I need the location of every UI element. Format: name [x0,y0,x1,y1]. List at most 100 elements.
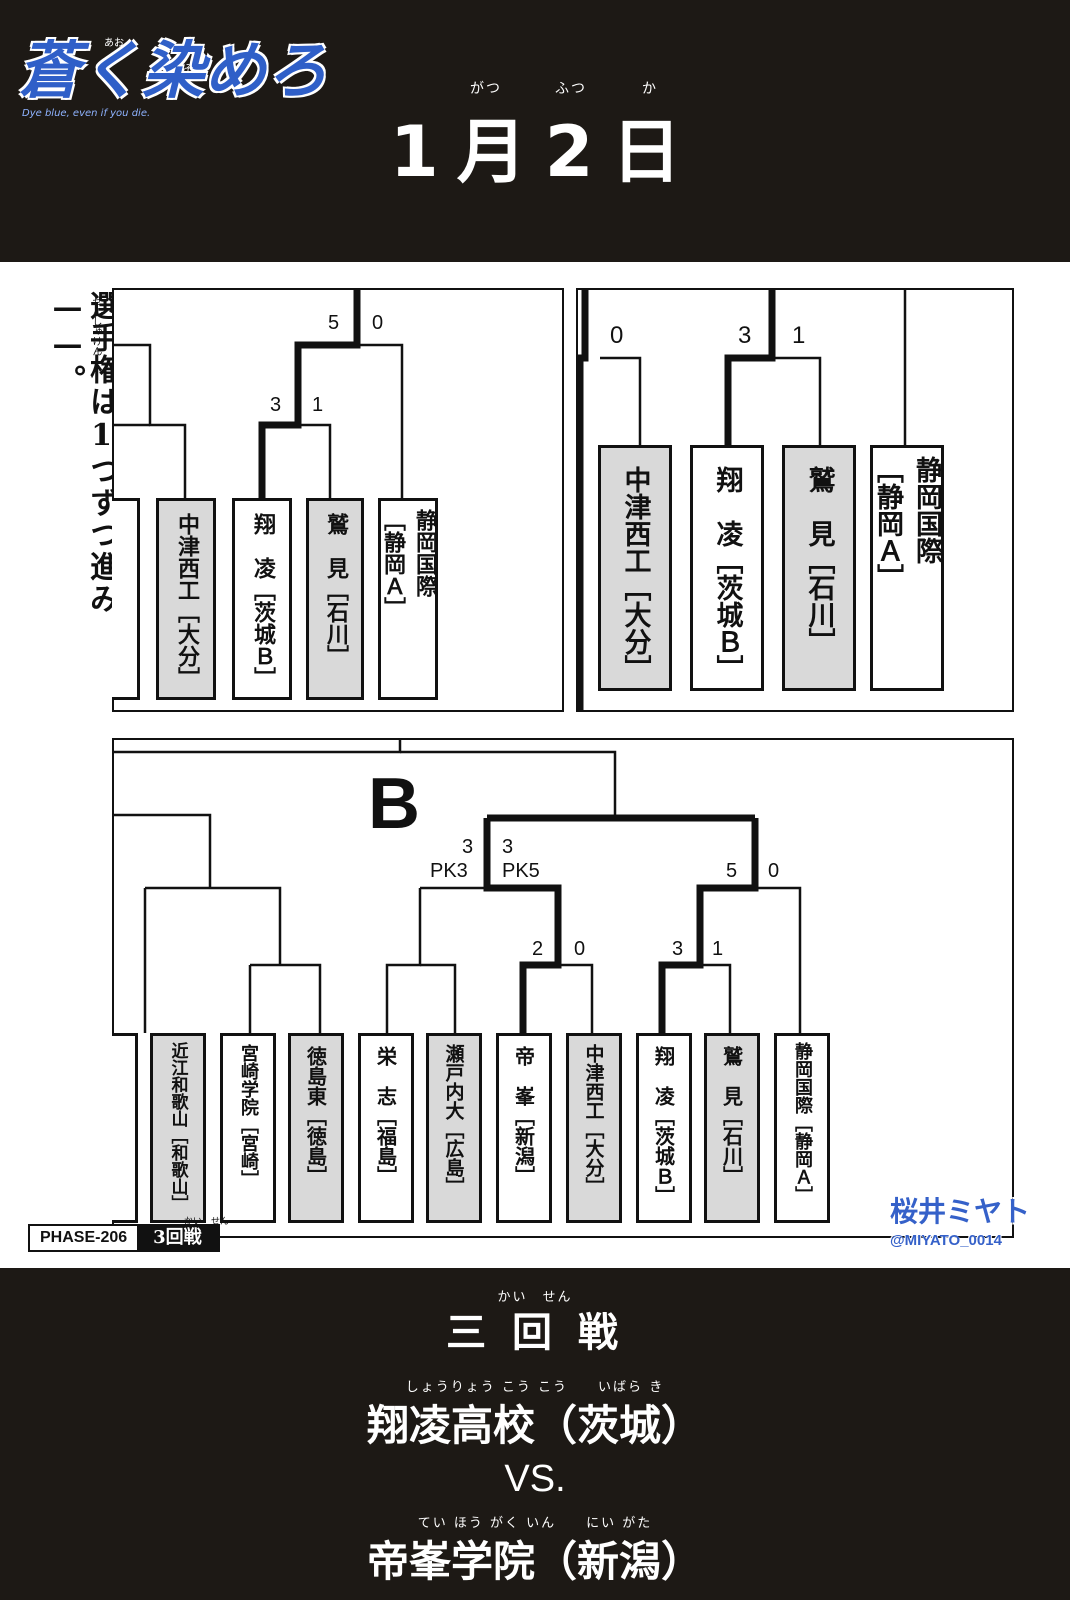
team-pref: ［大分］ [582,1120,605,1196]
team-pref: ［茨城Ｂ］ [250,579,275,689]
bracket-b-label: B [368,764,420,844]
score-top-right-a: 5 [726,860,738,882]
team-name: 中津西工 [619,466,651,574]
team-pref: ［石川］ [323,579,348,667]
score-semi-right-pk: PK5 [502,860,540,882]
match-vs: VS. [504,1458,566,1500]
team-name: 中津西工 [174,513,199,601]
left-card-1: 中津西工［大分］ [156,498,216,700]
phase-title-ruby: かい せん [184,1217,230,1227]
team-pref: ［宮崎］ [238,1116,259,1188]
round-title: 三 回 戦 [446,1310,624,1356]
right-card-2: 翔 凌［茨城Ｂ］ [690,445,764,691]
left-card-4: 静岡国際 ［静岡Ａ］ [378,498,438,700]
team-name: 翔 凌 [711,466,743,547]
right-card-4: 静岡国際 ［静岡Ａ］ [870,445,944,691]
team-pref: ［大分］ [619,574,651,682]
date-ruby-2: ふつ [555,81,587,97]
team-pref: ［茨城Ｂ］ [711,547,743,682]
score-left-a: 5 [328,312,340,334]
author-handle: @MIYATO_0014 [890,1232,1002,1249]
team-name: 鷲 見 [719,1046,744,1106]
b-card-6: 帝 峯［新潟］ [496,1033,552,1223]
author-credit: 桜井ミヤト @MIYATO_0014 [890,1190,1060,1249]
team-name: 栄 志 [373,1046,398,1106]
b-card-2: 宮崎学院［宮崎］ [220,1033,276,1223]
score-top-right-b: 0 [768,860,780,882]
team-name: 静岡国際 [412,509,437,597]
logo-ruby-1: あお [104,38,124,49]
team-name: 徳島東 [303,1046,328,1106]
score-left-d: 1 [312,394,324,416]
score-mid2-a: 3 [672,938,684,960]
b-card-5: 瀬戸内大［広島］ [426,1033,482,1223]
team1-ruby: しょうりょう こう こう いばら き [405,1380,665,1395]
score-right-a: 0 [610,322,624,349]
team-pref: ［茨城Ｂ］ [651,1106,676,1206]
date-title: 1月2日 [390,111,700,193]
team-name: 翔 凌 [651,1046,676,1106]
team-pref: ［石川］ [719,1106,744,1186]
series-logo: 蒼く染めろ あお そ Dye blue, even if you die. [14,12,328,132]
team-name: 瀬戸内大 [442,1044,465,1120]
score-right-b: 3 [738,322,752,349]
score-right-c: 1 [792,322,806,349]
b-card-4: 栄 志［福島］ [358,1033,414,1223]
logo-subtitle: Dye blue, even if you die. [22,108,151,119]
score-semi-left: 3 [462,836,474,858]
left-card-2: 翔 凌［茨城Ｂ］ [232,498,292,700]
team-pref: ［徳島］ [303,1106,328,1186]
team-name: 静岡国際 [911,456,942,564]
score-left-b: 0 [372,312,384,334]
score-mid2-b: 1 [712,938,724,960]
logo-ruby-2: そ [184,64,194,75]
score-left-c: 3 [270,394,282,416]
team-name: 鷲 見 [803,466,835,547]
right-card-3: 鷲 見［石川］ [782,445,856,691]
team-pref: ［静岡Ａ］ [792,1114,813,1204]
header-band [0,0,1070,262]
b-card-10: 静岡国際［静岡Ａ］ [774,1033,830,1223]
team-name: 宮崎学院 [238,1044,259,1116]
footer-band [0,1268,1070,1600]
b-card-1: 近江和歌山［和歌山］ [150,1033,206,1223]
score-semi-left-pk: PK3 [430,860,468,882]
date-ruby-3: か [642,81,658,97]
phase-title: 3回戦 [139,1224,220,1252]
team-pref: ［大分］ [174,601,199,689]
team2-ruby: てい ほう がく いん にい がた [417,1516,653,1531]
author-name: 桜井ミヤト [890,1195,1031,1228]
phase-tag: PHASE-206 3回戦 [28,1224,220,1252]
logo-text: 蒼く染めろ [18,34,329,107]
left-partial-card [112,498,140,700]
team-name: 静岡国際 [792,1042,813,1114]
team-pref: ［静岡Ａ］ [380,509,405,619]
b-card-9: 鷲 見［石川］ [704,1033,760,1223]
team-pref: ［福島］ [373,1106,398,1186]
b-card-3: 徳島東［徳島］ [288,1033,344,1223]
team-name: 帝 峯 [511,1046,536,1106]
team-name: 翔 凌 [250,513,275,579]
team-name: 鷲 見 [323,513,348,579]
team-pref: ［石川］ [803,547,835,655]
score-mid-a: 2 [532,938,544,960]
team-pref: ［和歌山］ [167,1127,188,1212]
date-ruby-1: がつ [470,81,502,97]
match-team-1: 翔凌高校（茨城） [366,1401,703,1450]
b-card-8: 翔 凌［茨城Ｂ］ [636,1033,692,1223]
b-card-7: 中津西工［大分］ [566,1033,622,1223]
team-pref: ［静岡Ａ］ [872,456,903,591]
team-name: 近江和歌山 [167,1042,188,1127]
score-semi-right: 3 [502,836,514,858]
team-pref: ［広島］ [442,1120,465,1196]
side-note-ruby-1: せんしゅけん [90,296,101,356]
b-partial-card [112,1033,138,1223]
round-ruby: かい せん [497,1290,573,1305]
team-pref: ［新潟］ [511,1106,536,1186]
team-name: 中津西工 [582,1044,605,1120]
left-card-3: 鷲 見［石川］ [306,498,364,700]
score-mid-b: 0 [574,938,586,960]
match-team-2: 帝峯学院（新潟） [366,1537,703,1586]
phase-number: PHASE-206 [28,1224,140,1252]
